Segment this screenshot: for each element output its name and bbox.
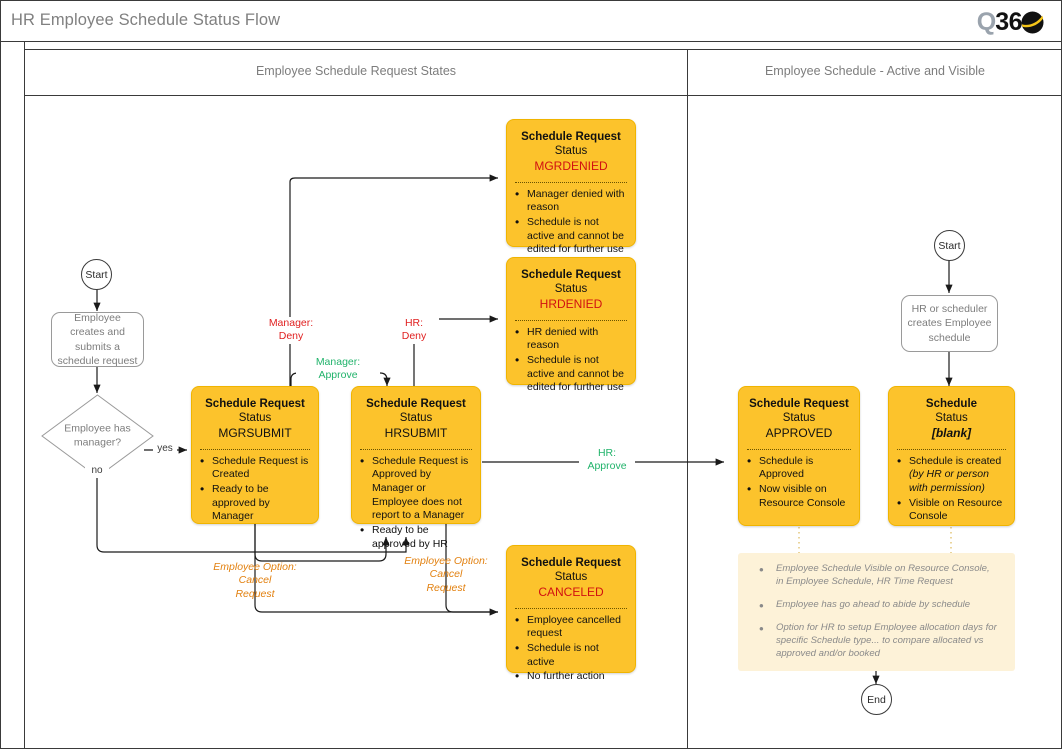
state-status: HRDENIED — [539, 296, 603, 311]
state-divider — [515, 181, 627, 183]
state-divider — [360, 448, 472, 450]
state-header: Schedule Request Status MGRDENIED — [507, 120, 635, 180]
state-title: Schedule Request — [521, 269, 621, 281]
state-header: Schedule Request Status APPROVED — [739, 387, 859, 447]
decision-label: Employee has manager? — [64, 422, 131, 448]
notes-panel: Employee Schedule Visible on Resource Co… — [738, 553, 1015, 671]
note-item: Option for HR to setup Employee allocati… — [759, 620, 997, 661]
state-bullets: Schedule is created (by HR or person wit… — [889, 454, 1014, 524]
edge-label-hr-deny: HR:Deny — [389, 317, 439, 344]
state-bullet: Schedule is not active and cannot be edi… — [515, 353, 628, 395]
swimlane-left-band — [1, 42, 25, 748]
state-title: Schedule Request — [521, 131, 621, 143]
state-bullets: HR denied with reason Schedule is not ac… — [507, 325, 635, 395]
swimlane-vertical-divider — [687, 49, 688, 748]
state-divider — [897, 448, 1006, 450]
logo-digits: 36 — [995, 8, 1022, 36]
state-status: CANCELED — [538, 584, 604, 599]
state-title: Schedule Request — [521, 557, 621, 569]
state-divider — [515, 607, 627, 609]
swimlane-header-row — [25, 49, 1061, 96]
state-status: MGRSUBMIT — [218, 425, 292, 440]
state-divider — [747, 448, 851, 450]
state-subtitle: Status — [935, 412, 968, 425]
state-bullets: Schedule is Approved Now visible on Reso… — [739, 454, 859, 511]
state-subtitle: Status — [554, 571, 588, 584]
state-bullet: Schedule Request is Created — [200, 454, 311, 482]
state-divider — [200, 448, 310, 450]
state-box-approved: Schedule Request Status APPROVED Schedul… — [738, 386, 860, 526]
q360-logo: Q 36 — [977, 9, 1045, 36]
state-bullet: Visible on Resource Console — [897, 496, 1007, 524]
state-bullet: No further action — [515, 669, 628, 684]
state-bullet: Schedule is not active — [515, 641, 628, 669]
note-item: Employee Schedule Visible on Resource Co… — [759, 561, 997, 589]
process-employee-creates: Employee creates and submits a schedule … — [51, 312, 144, 367]
edge-label-manager-approve: Manager:Approve — [296, 356, 380, 383]
end-terminator-right: End — [861, 684, 892, 715]
state-status: APPROVED — [765, 425, 833, 440]
state-bullets: Schedule Request is Created Ready to be … — [192, 454, 318, 524]
state-box-mgrsubmit: Schedule Request Status MGRSUBMIT Schedu… — [191, 386, 319, 524]
state-subtitle: Status — [554, 145, 588, 158]
notes-list: Employee Schedule Visible on Resource Co… — [742, 561, 1005, 661]
state-status: HRSUBMIT — [384, 425, 448, 440]
state-bullet: Ready to be approved by HR — [360, 523, 473, 551]
start-terminator-right: Start — [934, 230, 965, 261]
page-title: HR Employee Schedule Status Flow — [11, 11, 281, 29]
logo-sphere-icon — [1020, 10, 1045, 35]
state-title: Schedule — [925, 398, 978, 410]
edge-label-hr-approve: HR:Approve — [579, 447, 635, 474]
state-bullet: Employee cancelled request — [515, 613, 628, 641]
state-bullets: Schedule Request is Approved by Manager … — [352, 454, 480, 551]
logo-q-letter: Q — [976, 8, 996, 36]
state-title: Schedule Request — [366, 398, 466, 410]
edge-label-yes: yes — [153, 443, 177, 456]
state-bullets: Employee cancelled request Schedule is n… — [507, 613, 635, 685]
state-divider — [515, 319, 627, 321]
edge-label-no: no — [85, 465, 109, 478]
process-hr-creates-schedule: HR or scheduler creates Employee schedul… — [901, 295, 998, 352]
state-status: [blank] — [931, 425, 972, 440]
state-bullet: Manager denied with reason — [515, 187, 628, 215]
edge-label-manager-deny: Manager:Deny — [249, 317, 333, 344]
state-bullets: Manager denied with reason Schedule is n… — [507, 187, 635, 257]
state-subtitle: Status — [554, 283, 588, 296]
state-header: Schedule Request Status CANCELED — [507, 546, 635, 606]
state-box-hrdenied: Schedule Request Status HRDENIED HR deni… — [506, 257, 636, 393]
state-bullet: Ready to be approved by Manager — [200, 482, 311, 524]
state-header: Schedule Request Status MGRSUBMIT — [192, 387, 318, 447]
state-bullet: Schedule is created (by HR or person wit… — [897, 454, 1007, 496]
state-header: Schedule Request Status HRDENIED — [507, 258, 635, 318]
note-item: Employee has go ahead to abide by schedu… — [759, 597, 997, 614]
state-bullet: Schedule is Approved — [747, 454, 852, 482]
state-box-mgrdenied: Schedule Request Status MGRDENIED Manage… — [506, 119, 636, 255]
state-title: Schedule Request — [749, 398, 849, 410]
title-bar — [1, 1, 1061, 42]
state-subtitle: Status — [399, 412, 433, 425]
lane-header-request-states: Employee Schedule Request States — [255, 64, 457, 78]
state-header: Schedule Request Status HRSUBMIT — [352, 387, 480, 447]
state-subtitle: Status — [238, 412, 272, 425]
state-bullet: HR denied with reason — [515, 325, 628, 353]
state-subtitle: Status — [782, 412, 816, 425]
lane-header-active-visible: Employee Schedule - Active and Visible — [764, 64, 986, 78]
state-header: Schedule Status [blank] — [889, 387, 1014, 447]
state-status: MGRDENIED — [534, 158, 608, 173]
state-bullet: Schedule is not active and cannot be edi… — [515, 215, 628, 257]
start-terminator-left: Start — [81, 259, 112, 290]
state-box-canceled: Schedule Request Status CANCELED Employe… — [506, 545, 636, 685]
state-bullet: Schedule Request is Approved by Manager … — [360, 454, 473, 523]
state-box-schedule-blank: Schedule Status [blank] Schedule is crea… — [888, 386, 1015, 526]
state-title: Schedule Request — [205, 398, 305, 410]
state-bullet: Now visible on Resource Console — [747, 482, 852, 510]
state-box-hrsubmit: Schedule Request Status HRSUBMIT Schedul… — [351, 386, 481, 550]
